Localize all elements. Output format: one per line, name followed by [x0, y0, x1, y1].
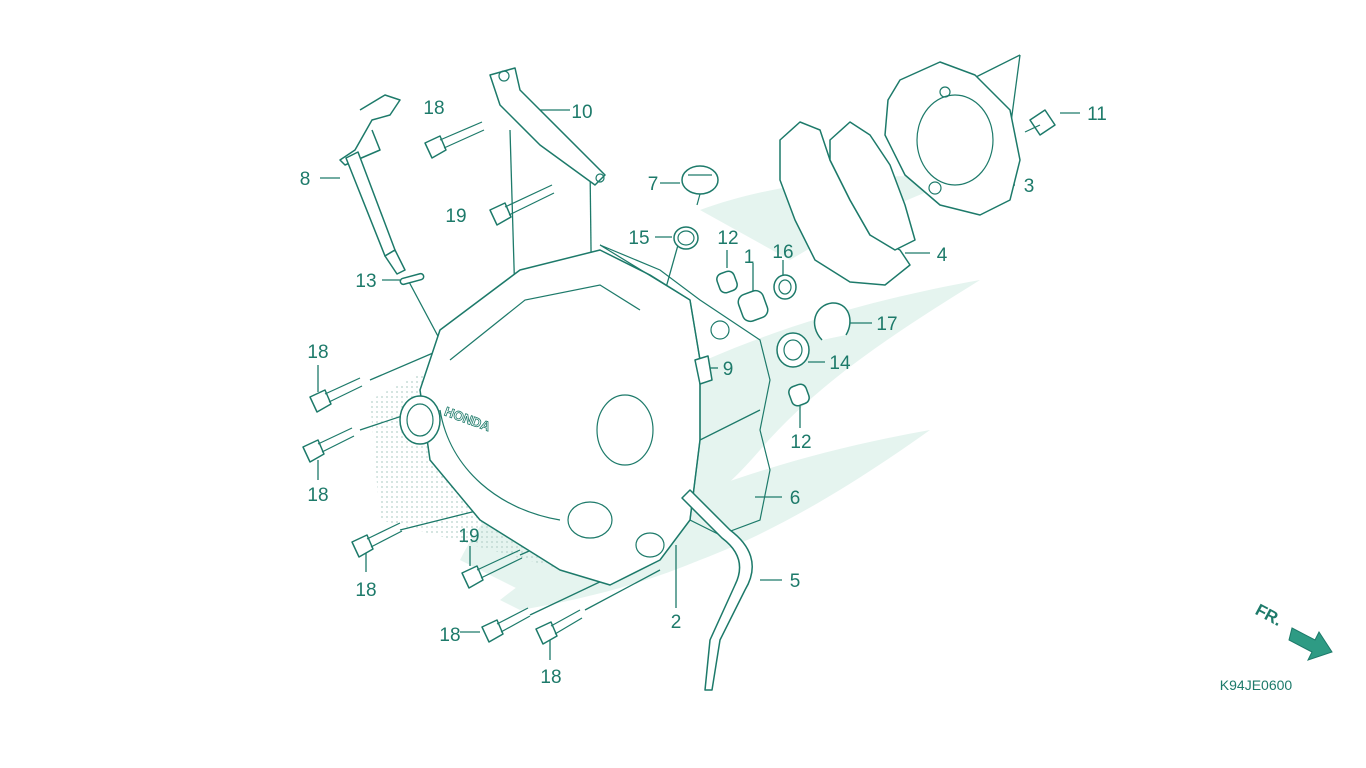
callout-3: 3: [1024, 176, 1035, 197]
hose: [681, 489, 753, 691]
sensor: [694, 355, 713, 385]
dowel-pin-upper: [716, 270, 738, 294]
snap-ring: [813, 302, 851, 341]
callout-18-left-upper: 18: [307, 342, 328, 363]
front-arrow-icon: [1288, 627, 1333, 661]
bolt-18-left-lower: [302, 427, 355, 463]
callout-11: 11: [1087, 104, 1107, 125]
callout-2: 2: [671, 612, 682, 633]
callout-10: 10: [571, 102, 592, 123]
callout-8: 8: [300, 169, 311, 190]
bolts: [302, 109, 1056, 645]
bolt-19-bottom: [461, 549, 523, 589]
callout-15: 15: [628, 228, 649, 249]
plate: [884, 61, 1021, 216]
front-label: FR.: [1252, 600, 1285, 630]
callout-4: 4: [937, 245, 948, 266]
bracket: [489, 67, 606, 186]
callout-9: 9: [723, 359, 734, 380]
o-ring: [673, 226, 699, 250]
bolt-18-top: [424, 121, 485, 159]
callout-18-bottom-left: 18: [355, 580, 376, 601]
callout-16: 16: [772, 242, 793, 263]
oil-filler-cap: [681, 165, 719, 206]
callout-labels: 1 2 3 4 5 6 7 8 9 10 11 12 12 13 14 15 1…: [300, 98, 1107, 688]
callout-12-lower: 12: [790, 432, 811, 453]
callout-18-left-lower: 18: [307, 485, 328, 506]
bolt-18-bottom-right: [535, 609, 583, 645]
callout-19-bottom: 19: [458, 526, 479, 547]
callout-13: 13: [355, 271, 376, 292]
drawing-code: K94JE0600: [1220, 677, 1293, 693]
callout-19-top: 19: [445, 206, 466, 227]
washer: [773, 274, 797, 300]
callout-5: 5: [790, 571, 801, 592]
shield: [779, 121, 916, 286]
callout-14: 14: [829, 353, 851, 374]
callout-1: 1: [744, 247, 755, 268]
callout-6: 6: [790, 488, 801, 509]
dowel-pin-lower: [788, 383, 810, 407]
bolt-18-left-upper: [309, 377, 363, 413]
bolt-18-bottom-left: [351, 522, 403, 558]
callout-12-upper: 12: [717, 228, 738, 249]
callout-18-bottom-mid: 18: [439, 625, 460, 646]
callout-7: 7: [648, 174, 659, 195]
front-direction-indicator: FR.: [1252, 600, 1333, 661]
bolt-18-bottom-mid: [481, 607, 531, 643]
callout-18-bottom-right: 18: [540, 667, 561, 688]
collar: [737, 289, 769, 323]
right-crankcase-cover: HONDA: [399, 249, 701, 586]
shaft: [339, 94, 406, 275]
callout-17: 17: [876, 314, 897, 335]
bolt-11: [1024, 109, 1056, 136]
pin: [399, 272, 425, 286]
callout-18-top: 18: [423, 98, 444, 119]
bearing: [776, 332, 810, 368]
bolt-19-top: [489, 184, 555, 226]
